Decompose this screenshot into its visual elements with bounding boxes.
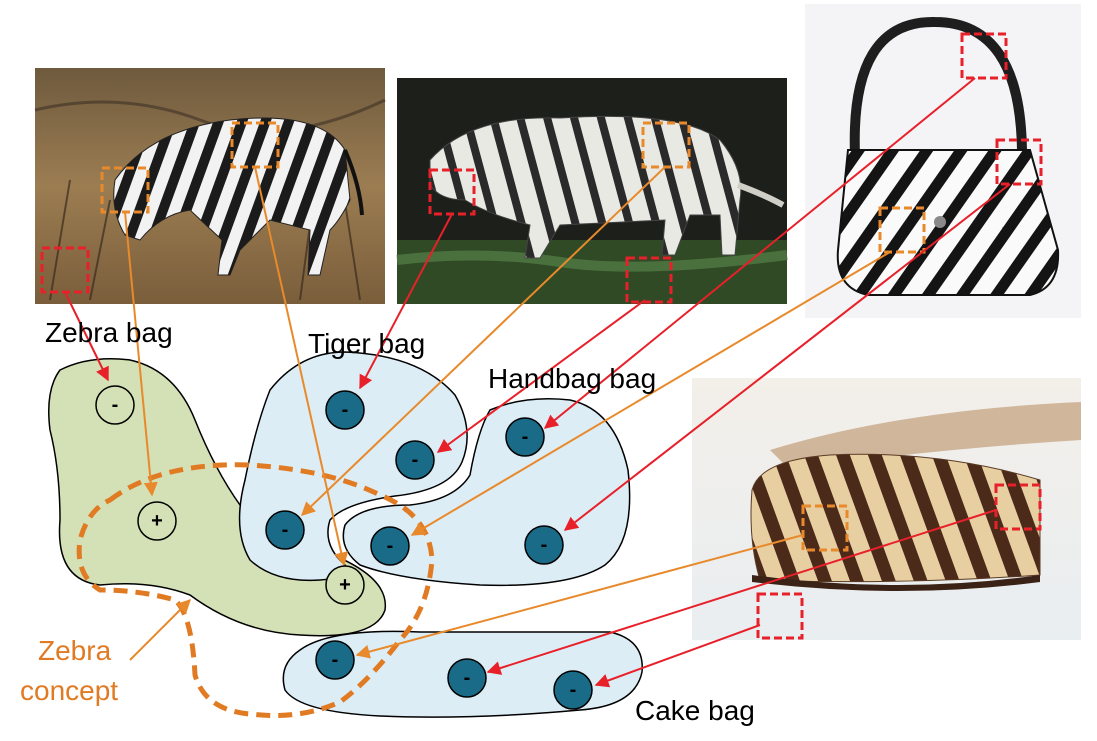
instance-positive: +: [326, 566, 364, 604]
instance-negative: -: [266, 511, 304, 549]
svg-text:+: +: [339, 574, 351, 596]
instance-negative: -: [554, 671, 592, 709]
tiger-bag-label: Tiger bag: [308, 328, 425, 359]
svg-text:-: -: [342, 399, 349, 421]
instance-negative: -: [525, 526, 563, 564]
zebra-concept-label-line1: Zebra: [38, 635, 112, 666]
zebra-concept-label-line2: concept: [20, 675, 118, 706]
instance-positive: -: [96, 386, 134, 424]
instance-negative: -: [316, 641, 354, 679]
svg-text:-: -: [570, 679, 577, 701]
instance-negative: -: [371, 527, 409, 565]
arrow-concept-label: [130, 600, 190, 660]
svg-text:-: -: [522, 426, 529, 448]
svg-text:-: -: [282, 519, 289, 541]
cake-photo: [692, 378, 1081, 640]
svg-text:-: -: [332, 649, 339, 671]
instance-negative: -: [326, 391, 364, 429]
cake-bag-label: Cake bag: [635, 695, 755, 726]
instance-negative: -: [448, 659, 486, 697]
tiger-photo: [397, 78, 787, 304]
svg-text:-: -: [464, 667, 471, 689]
svg-text:-: -: [387, 535, 394, 557]
svg-text:+: +: [151, 510, 163, 532]
svg-text:-: -: [112, 394, 119, 416]
instance-negative: -: [506, 418, 544, 456]
svg-text:-: -: [412, 449, 419, 471]
zebra-bag-label: Zebra bag: [45, 317, 173, 348]
instance-positive: +: [138, 502, 176, 540]
handbag-bag-label: Handbag bag: [488, 363, 656, 394]
instance-negative: -: [396, 441, 434, 479]
svg-text:-: -: [541, 534, 548, 556]
